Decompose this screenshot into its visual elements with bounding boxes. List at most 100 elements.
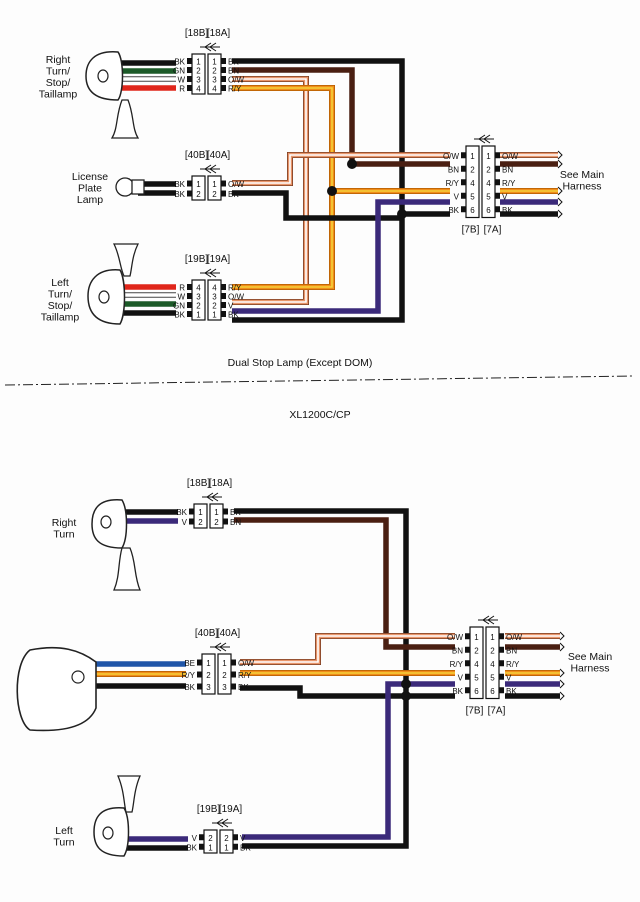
connector-body-b bbox=[193, 503, 208, 529]
connector-body-b bbox=[203, 829, 218, 854]
connector-body-a bbox=[207, 279, 222, 321]
connector-id-a: [18A] bbox=[207, 28, 231, 39]
connector-id-b: [18B] bbox=[185, 28, 209, 39]
pin-number: 3 bbox=[196, 76, 201, 85]
wire-top-v bbox=[232, 199, 450, 314]
main-harness-label: Harness bbox=[562, 181, 601, 193]
pin-number: 2 bbox=[212, 302, 217, 311]
connector-body-b bbox=[191, 279, 206, 321]
wire-code-label: O/W bbox=[447, 633, 463, 642]
harness-break-icon bbox=[559, 668, 565, 678]
terminal bbox=[495, 179, 500, 186]
main-harness-label: Harness bbox=[570, 663, 609, 675]
wire-code-label: BK bbox=[228, 190, 239, 199]
wire-code-label: R/Y bbox=[238, 671, 252, 680]
connector-id-b: [19B] bbox=[197, 804, 221, 815]
pin-number: 2 bbox=[214, 518, 219, 527]
right-taillamp-icon bbox=[85, 51, 140, 139]
pin-number: 2 bbox=[198, 518, 203, 527]
connector-body-a bbox=[207, 175, 222, 201]
wire-code-label: BK bbox=[240, 843, 251, 852]
connector-id-b: [40B] bbox=[195, 628, 219, 639]
connector-body-a bbox=[209, 503, 224, 529]
connector-top-19 bbox=[187, 268, 226, 321]
pin-number: 2 bbox=[224, 834, 229, 843]
pin-number: 2 bbox=[196, 67, 201, 76]
pin-number: 2 bbox=[196, 302, 201, 311]
license-plate-lamp-icon bbox=[115, 177, 145, 197]
terminal bbox=[465, 660, 470, 667]
terminal bbox=[187, 293, 192, 299]
connector-id-a: [19A] bbox=[207, 254, 231, 265]
harness-break-icon bbox=[557, 197, 563, 207]
terminal bbox=[221, 293, 226, 299]
harness-break-icon bbox=[557, 159, 563, 169]
terminal bbox=[465, 646, 470, 653]
terminal bbox=[223, 518, 228, 525]
connector-body-a bbox=[207, 53, 222, 95]
wire-top-bk-40 bbox=[232, 190, 402, 221]
pin-number: 4 bbox=[486, 179, 491, 188]
wire-code-label: BK bbox=[502, 206, 513, 215]
terminal bbox=[495, 192, 500, 199]
main-harness-label: See Main bbox=[560, 169, 605, 181]
wire-bot-ow bbox=[240, 633, 455, 665]
connector-id-b: [19B] bbox=[185, 254, 209, 265]
pin-number: 4 bbox=[490, 660, 495, 669]
pin-number: 1 bbox=[208, 843, 213, 852]
terminal bbox=[499, 673, 504, 680]
terminal bbox=[187, 311, 192, 317]
wire-code-label: BK bbox=[174, 311, 185, 320]
connector-bot-40 bbox=[197, 642, 236, 695]
pin-number: 3 bbox=[206, 683, 211, 692]
connector-id-a: [7A] bbox=[488, 706, 506, 717]
pin-number: 1 bbox=[212, 58, 217, 67]
splice-dot bbox=[347, 159, 357, 169]
connector-body-a bbox=[219, 829, 234, 854]
pin-number: 6 bbox=[470, 206, 475, 215]
terminal bbox=[221, 58, 226, 64]
wire-code-label: V bbox=[192, 834, 198, 843]
pin-number: 1 bbox=[470, 152, 475, 161]
wire-code-label: V bbox=[506, 673, 512, 682]
terminal bbox=[221, 85, 226, 91]
wire-code-label: R/Y bbox=[502, 179, 516, 188]
wire-code-label: R/Y bbox=[506, 660, 520, 669]
connector-id-b: [7B] bbox=[462, 225, 480, 236]
terminal bbox=[187, 190, 192, 197]
terminal bbox=[189, 508, 194, 515]
pin-number: 4 bbox=[212, 85, 217, 94]
terminal bbox=[233, 834, 238, 841]
connector-id-a: [40A] bbox=[217, 628, 241, 639]
pin-number: 5 bbox=[490, 673, 495, 682]
terminal bbox=[187, 180, 192, 187]
right-taillamp-label: Taillamp bbox=[39, 89, 78, 101]
wire-bot-bk-40 bbox=[240, 685, 455, 699]
pin-number: 1 bbox=[212, 180, 217, 189]
wire-code-label: BN bbox=[448, 165, 459, 174]
connector-body-b bbox=[191, 175, 206, 201]
connector-id-a: [40A] bbox=[207, 150, 231, 161]
right-turn-lamp-icon bbox=[91, 499, 141, 591]
splice-dot bbox=[327, 186, 337, 196]
wire-code-label: O/W bbox=[228, 180, 244, 189]
harness-break-icon bbox=[559, 691, 565, 701]
pin-number: 1 bbox=[196, 58, 201, 67]
terminal bbox=[221, 180, 226, 187]
terminal bbox=[495, 152, 500, 159]
wire-code-label: BK bbox=[448, 206, 459, 215]
wire-code-label: R/Y bbox=[446, 179, 460, 188]
wire-code-label: V bbox=[182, 518, 188, 527]
connector-bot-18 bbox=[189, 492, 228, 529]
pin-number: 1 bbox=[474, 633, 479, 642]
wire-bot-bn bbox=[234, 517, 455, 650]
terminal bbox=[461, 192, 466, 199]
wire-code-label: BN bbox=[228, 67, 239, 76]
pin-number: 3 bbox=[222, 683, 227, 692]
left-taillamp-label: Turn/ bbox=[48, 289, 72, 301]
pin-number: 5 bbox=[474, 673, 479, 682]
pin-number: 2 bbox=[196, 190, 201, 199]
connector-id-a: [7A] bbox=[484, 225, 502, 236]
terminal bbox=[461, 165, 466, 172]
